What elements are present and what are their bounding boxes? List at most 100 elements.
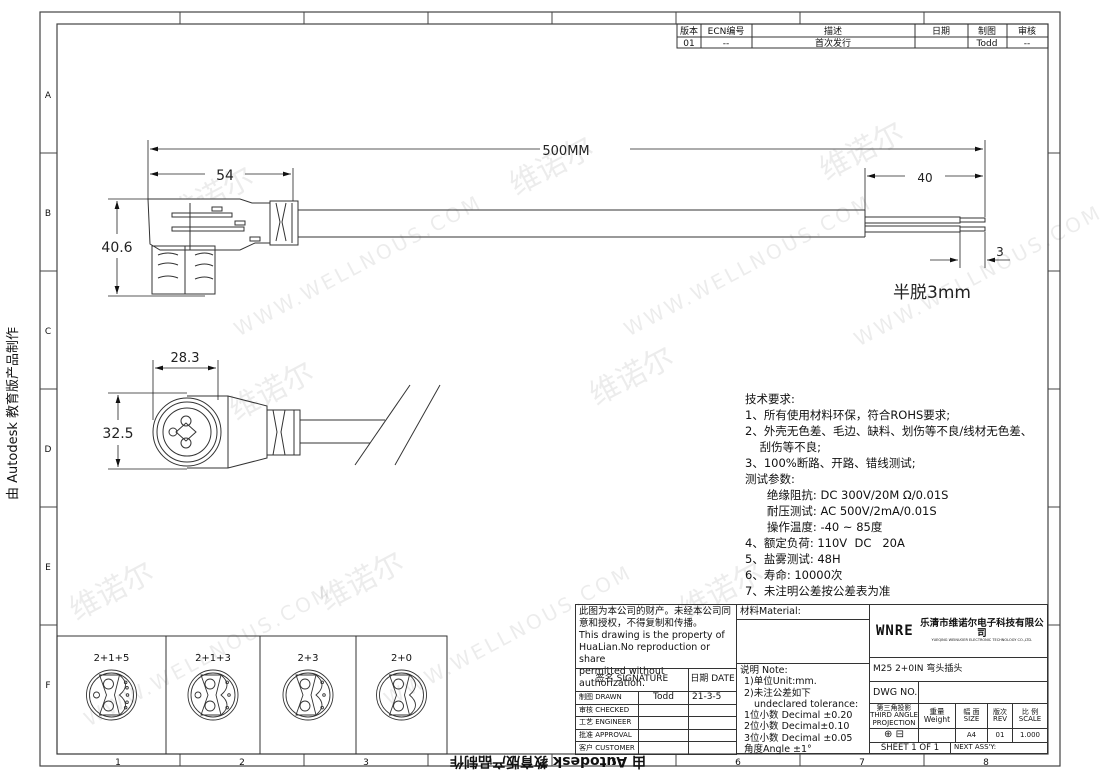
note-line: 3位小数 Decimal ±0.05: [744, 732, 853, 744]
zone-column-label: 5: [611, 758, 617, 768]
zone-column-label: 2: [239, 758, 245, 768]
role-label: 客户 CUSTOMER: [575, 741, 639, 755]
role-label: 制图 DRAWN: [575, 691, 639, 705]
role-label: 工艺 ENGINEER: [575, 716, 639, 730]
role-date: [688, 716, 737, 730]
dim-head-height: 40.6: [101, 240, 132, 256]
pinout-label: 2+1+5: [94, 653, 130, 664]
scale-label: 比 例 SCALE: [1012, 703, 1048, 729]
role-name: [638, 703, 689, 718]
material-label: 材料Material:: [736, 604, 870, 620]
rev-value: 01: [987, 728, 1013, 743]
dwg-no-value: [918, 681, 1048, 704]
note-line: 角度Angle ±1°: [744, 744, 812, 756]
property-note-line: 此图为本公司的财产。未经本公司同: [579, 606, 732, 617]
rev-label: 版次 REV: [987, 703, 1013, 729]
zone-column-label: 3: [363, 758, 369, 768]
role-date: [688, 703, 737, 718]
role-name: [638, 728, 689, 743]
rev-header-drawn: 制图: [978, 25, 996, 37]
zone-row-label: F: [45, 681, 50, 691]
zone-row-label: A: [45, 91, 52, 101]
requirement-line: 3、100%断路、开路、错线测试;: [745, 456, 916, 470]
pinout-diagram: [86, 669, 137, 721]
dim-front-width: 28.3: [171, 351, 200, 366]
rev-header-date: 日期: [932, 26, 950, 37]
pinout-label: 2+0: [391, 653, 412, 664]
property-note-line: 意和授权，不得复制和传播。: [579, 618, 703, 629]
rev-description: 首次发行: [815, 37, 851, 49]
company-logo-block: WNRE 乐清市维诺尔电子科技有限公司 YUEQING WEINUOER ELE…: [869, 604, 1048, 658]
requirement-line: 刮伤等不良;: [745, 440, 821, 454]
third-angle-projection-icon: ⊕ ⊟: [869, 728, 919, 743]
role-name: [638, 716, 689, 730]
revision-table: [676, 23, 1049, 49]
note-line: undeclared tolerance:: [754, 698, 859, 710]
zone-row-label: D: [45, 445, 52, 455]
note-line: 1位小数 Decimal ±0.20: [744, 710, 853, 722]
zone-column-label: 1: [115, 758, 121, 768]
sheet-number: SHEET 1 OF 1: [869, 742, 951, 754]
requirement-line: 耐压测试: AC 500V/2mA/0.01S: [745, 504, 937, 518]
rev-header-description: 描述: [824, 25, 842, 37]
dim-half-strip: 3: [996, 245, 1004, 259]
requirement-line: 1、所有使用材料环保，符合ROHS要求;: [745, 408, 951, 422]
front-view: [152, 384, 441, 469]
side-view-dimensions: [108, 140, 1010, 297]
dim-front-height: 32.5: [102, 426, 133, 442]
requirement-line: 技术要求:: [745, 392, 795, 406]
role-name: [638, 741, 689, 755]
zone-row-label: C: [45, 327, 51, 337]
notes-block: 说明 Note: 1)单位Unit:mm. 2)未注公差如下 undeclare…: [736, 663, 870, 756]
property-note: 此图为本公司的财产。未经本公司同 意和授权，不得复制和传播。 This draw…: [575, 604, 737, 689]
zone-row-label: B: [45, 209, 51, 219]
role-date: [688, 741, 737, 755]
pinout-label: 2+3: [297, 653, 318, 664]
pinout-diagram: [187, 669, 239, 721]
pinout-label: 2+1+3: [195, 653, 231, 664]
front-view-dimensions: [108, 360, 219, 470]
requirement-line: 2、外壳无色差、毛边、缺料、划伤等不良/线材无色差、: [745, 424, 1033, 438]
role-date: [688, 728, 737, 743]
rev-header-ecn: ECN编号: [708, 25, 745, 37]
role-label: 审核 CHECKED: [575, 703, 639, 718]
requirement-line: 7、未注明公差按公差表为准: [745, 584, 891, 598]
weight-label: 重量 Weight: [918, 703, 956, 729]
requirement-line: 6、寿命: 10000次: [745, 568, 843, 582]
scale-value: 1.000: [1012, 728, 1048, 743]
role-label: 批准 APPROVAL: [575, 728, 639, 743]
projection-label: 第三角投影 THIRD ANGLE PROJECTION: [869, 703, 919, 729]
property-note-line: HuaLian.No reproduction or share: [579, 642, 711, 665]
rev-drawn: Todd: [976, 39, 998, 49]
zone-row-label: E: [45, 563, 51, 573]
signature-header: 签名 SIGNATURE: [575, 668, 689, 692]
dim-head-length: 54: [216, 168, 234, 184]
requirement-line: 测试参数:: [745, 472, 795, 486]
rev-header-approved: 审核: [1018, 25, 1036, 37]
pinout-diagram: [376, 669, 427, 721]
company-name-cn: 乐清市维诺尔电子科技有限公司: [920, 618, 1044, 640]
rev-version: 01: [683, 39, 694, 49]
zone-column-label: 8: [983, 758, 989, 768]
role-name: Todd: [638, 691, 689, 705]
requirement-line: 操作温度: -40 ~ 85度: [745, 520, 883, 534]
company-logo: WNRE: [876, 622, 914, 639]
note-line: 2)未注公差如下: [744, 687, 811, 699]
weight-value: [918, 728, 956, 743]
note-label: 说明 Note:: [740, 665, 788, 676]
autodesk-side-note: 由 Autodesk 教育版产品制作: [6, 327, 21, 500]
zone-column-label: 4: [487, 758, 493, 768]
zone-column-label: 6: [735, 758, 741, 768]
next-assy-label: NEXT ASS'Y:: [950, 742, 1048, 754]
note-line: 1)单位Unit:mm.: [744, 676, 817, 688]
half-strip-note: 半脱3mm: [893, 283, 971, 303]
dim-strip-length: 40: [917, 171, 932, 185]
company-name-en: YUEQING WEINUOER ELECTRONIC TECHNOLOGY C…: [931, 638, 1033, 643]
autodesk-bottom-note: 由 Autodesk 教育版产品制作: [450, 753, 647, 769]
material-value: [736, 619, 870, 664]
pinout-diagram: [282, 669, 334, 721]
requirement-line: 绝缘阻抗: DC 300V/20M Ω/0.01S: [745, 488, 949, 502]
size-label: 幅 面 SIZE: [955, 703, 988, 729]
side-view: [147, 198, 986, 295]
